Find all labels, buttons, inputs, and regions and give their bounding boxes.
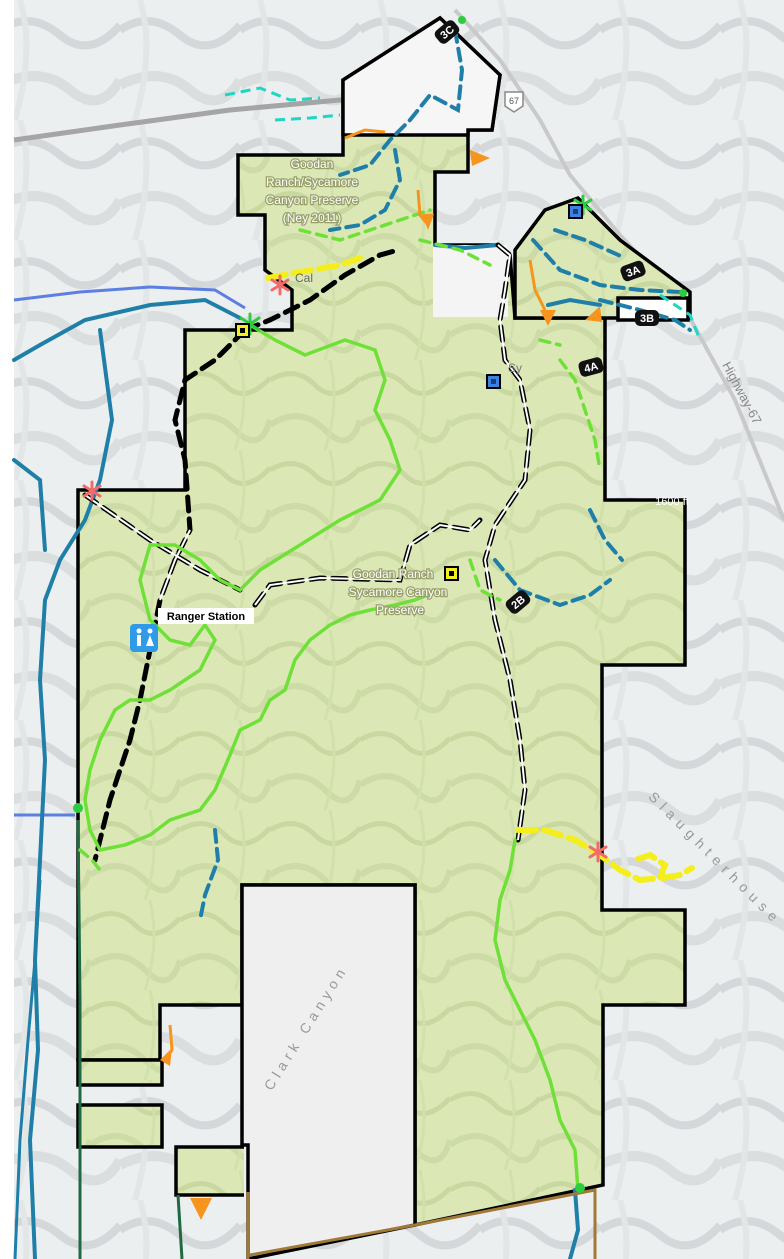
direction-arrow-icon bbox=[160, 150, 602, 1220]
dark-green-line-2 bbox=[176, 1194, 184, 1259]
blue-trails bbox=[12, 243, 602, 1259]
left-white-strip bbox=[0, 0, 14, 1259]
brown-road bbox=[246, 1188, 597, 1259]
svg-text:4A: 4A bbox=[583, 360, 600, 375]
parking-icon bbox=[235, 204, 583, 581]
preserve-label-main-3: Preserve bbox=[376, 603, 424, 617]
svg-text:Ranger Station: Ranger Station bbox=[167, 611, 246, 623]
svg-text:3A: 3A bbox=[625, 264, 642, 280]
preserve-label-top-4: (Ney 2011) bbox=[283, 211, 341, 225]
creek-top bbox=[13, 285, 246, 310]
svg-text:3B: 3B bbox=[640, 313, 654, 325]
river-west bbox=[13, 879, 42, 1259]
junction-icon bbox=[73, 16, 687, 1193]
badge-4a[interactable]: 4A bbox=[577, 356, 604, 378]
badge-3b[interactable]: 3B bbox=[635, 310, 659, 326]
badge-3c[interactable]: 3C bbox=[433, 18, 462, 46]
badge-3a[interactable]: 3A bbox=[619, 259, 647, 282]
road-partial-label: Sy bbox=[508, 361, 522, 375]
green-dashed-trails bbox=[78, 208, 602, 872]
parcel-1 bbox=[76, 1058, 164, 1087]
white-parcel-bottom-edge bbox=[240, 883, 417, 1259]
ranger-station-label: Ranger Station bbox=[158, 608, 254, 624]
cyan-trails bbox=[224, 86, 702, 341]
area-labels: Goodan Ranch/Sycamore Canyon Preserve (N… bbox=[264, 156, 448, 619]
gate-icon bbox=[82, 274, 608, 863]
green-trails bbox=[83, 323, 580, 1192]
highway-shield: 67 bbox=[504, 91, 524, 113]
preserve-label-main-2: Sycamore Canyon bbox=[349, 585, 448, 599]
svg-text:67: 67 bbox=[509, 96, 519, 106]
yellow-trails bbox=[265, 255, 695, 884]
preserve-label-top-1: Goodan bbox=[291, 157, 334, 171]
parcel-3 bbox=[174, 1145, 250, 1197]
elevation-label: 1600 ft bbox=[655, 496, 689, 508]
highway-67 bbox=[453, 8, 784, 521]
badge-2b[interactable]: 2B bbox=[504, 588, 533, 616]
trail-road-label: Cal bbox=[295, 271, 313, 285]
preserve-label-main-1: Goodan Ranch bbox=[353, 567, 434, 581]
blue-dashed-trails bbox=[198, 28, 692, 922]
trail-badges: 3C 3A 3B 4A 2B bbox=[433, 18, 659, 616]
preserve-label-top-2: Ranch/Sycamore bbox=[266, 175, 358, 189]
preserve-label-top-3: Canyon Preserve bbox=[266, 193, 359, 207]
parcel-2 bbox=[76, 1103, 164, 1149]
dark-green-line bbox=[76, 819, 82, 1259]
restroom-icon[interactable] bbox=[130, 624, 158, 652]
preserve-area bbox=[76, 15, 692, 1228]
